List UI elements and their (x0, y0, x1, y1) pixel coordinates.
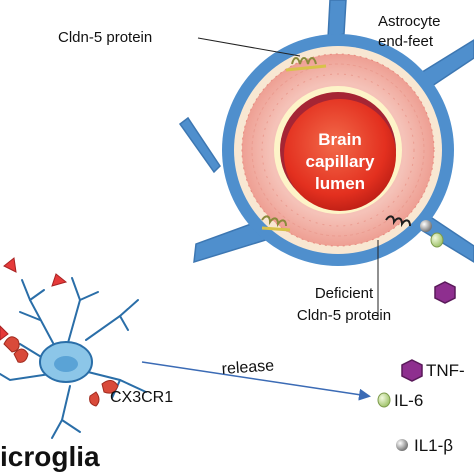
capillary-lumen (284, 99, 396, 211)
deficient-junction (385, 215, 411, 228)
lumen-label-line1: Brain (318, 130, 361, 149)
deficient-label-line2: Cldn-5 protein (297, 307, 391, 324)
tnf-hexagon-icon (401, 359, 423, 382)
il1b-label: IL1-β (414, 436, 453, 455)
release-arrow (141, 361, 371, 401)
cx3cr1-label: CX3CR1 (110, 389, 173, 406)
il6-ellipse-icon (377, 392, 391, 408)
il1b-sphere-icon (396, 439, 408, 451)
cx3cr1-receptor-icon (3, 336, 119, 407)
il1b-sphere-icon (420, 220, 432, 232)
ligand-triangles (0, 257, 68, 341)
capillary (222, 34, 454, 266)
il6-ellipse-icon (430, 232, 444, 248)
deficient-label-line1: Deficient (315, 285, 374, 302)
lumen-label-line3: lumen (315, 174, 365, 193)
lumen-label-line2: capillary (306, 152, 376, 171)
microglia-label: icroglia (0, 441, 100, 472)
tnf-hexagon-icon (434, 281, 456, 304)
il6-label: IL-6 (394, 391, 423, 410)
tight-junction-spring-icon (261, 57, 327, 232)
cldn5-pointer (197, 37, 301, 57)
tnf-label: TNF- (426, 361, 465, 380)
astrocyte-label-line2: end-feet (378, 33, 434, 50)
cldn5-label: Cldn-5 protein (58, 29, 152, 46)
astrocyte-label-line1: Astrocyte (378, 13, 441, 30)
release-label: release (221, 357, 275, 378)
